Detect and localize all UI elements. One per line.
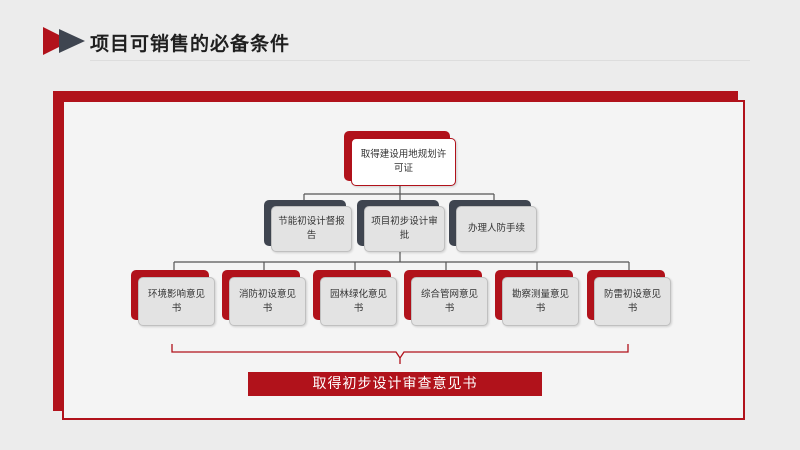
node-label: 勘察测量意见书 xyxy=(502,277,579,326)
node-level3-2: 消防初设意见书 xyxy=(222,270,306,326)
grouping-bracket xyxy=(171,344,629,364)
node-label: 办理人防手续 xyxy=(456,206,537,252)
result-bar: 取得初步设计审查意见书 xyxy=(248,372,542,396)
node-level3-3: 园林绿化意见书 xyxy=(313,270,397,326)
node-label: 园林绿化意见书 xyxy=(320,277,397,326)
title-arrow-icon xyxy=(43,27,85,55)
node-label: 消防初设意见书 xyxy=(229,277,306,326)
node-level2-1: 节能初设计督报告 xyxy=(264,200,352,252)
title-divider xyxy=(90,60,750,61)
node-top: 取得建设用地规划许可证 xyxy=(344,131,456,187)
node-label: 环境影响意见书 xyxy=(138,277,215,326)
node-label: 防雷初设意见书 xyxy=(594,277,671,326)
node-level2-3: 办理人防手续 xyxy=(449,200,537,252)
node-level2-2: 项目初步设计审批 xyxy=(357,200,445,252)
node-level3-4: 综合管网意见书 xyxy=(404,270,488,326)
node-label: 节能初设计督报告 xyxy=(271,206,352,252)
node-label: 取得建设用地规划许可证 xyxy=(351,138,456,186)
page-title: 项目可销售的必备条件 xyxy=(90,33,291,55)
node-label: 综合管网意见书 xyxy=(411,277,488,326)
node-level3-5: 勘察测量意见书 xyxy=(495,270,579,326)
node-label: 项目初步设计审批 xyxy=(364,206,445,252)
node-level3-1: 环境影响意见书 xyxy=(131,270,215,326)
node-level3-6: 防雷初设意见书 xyxy=(587,270,671,326)
